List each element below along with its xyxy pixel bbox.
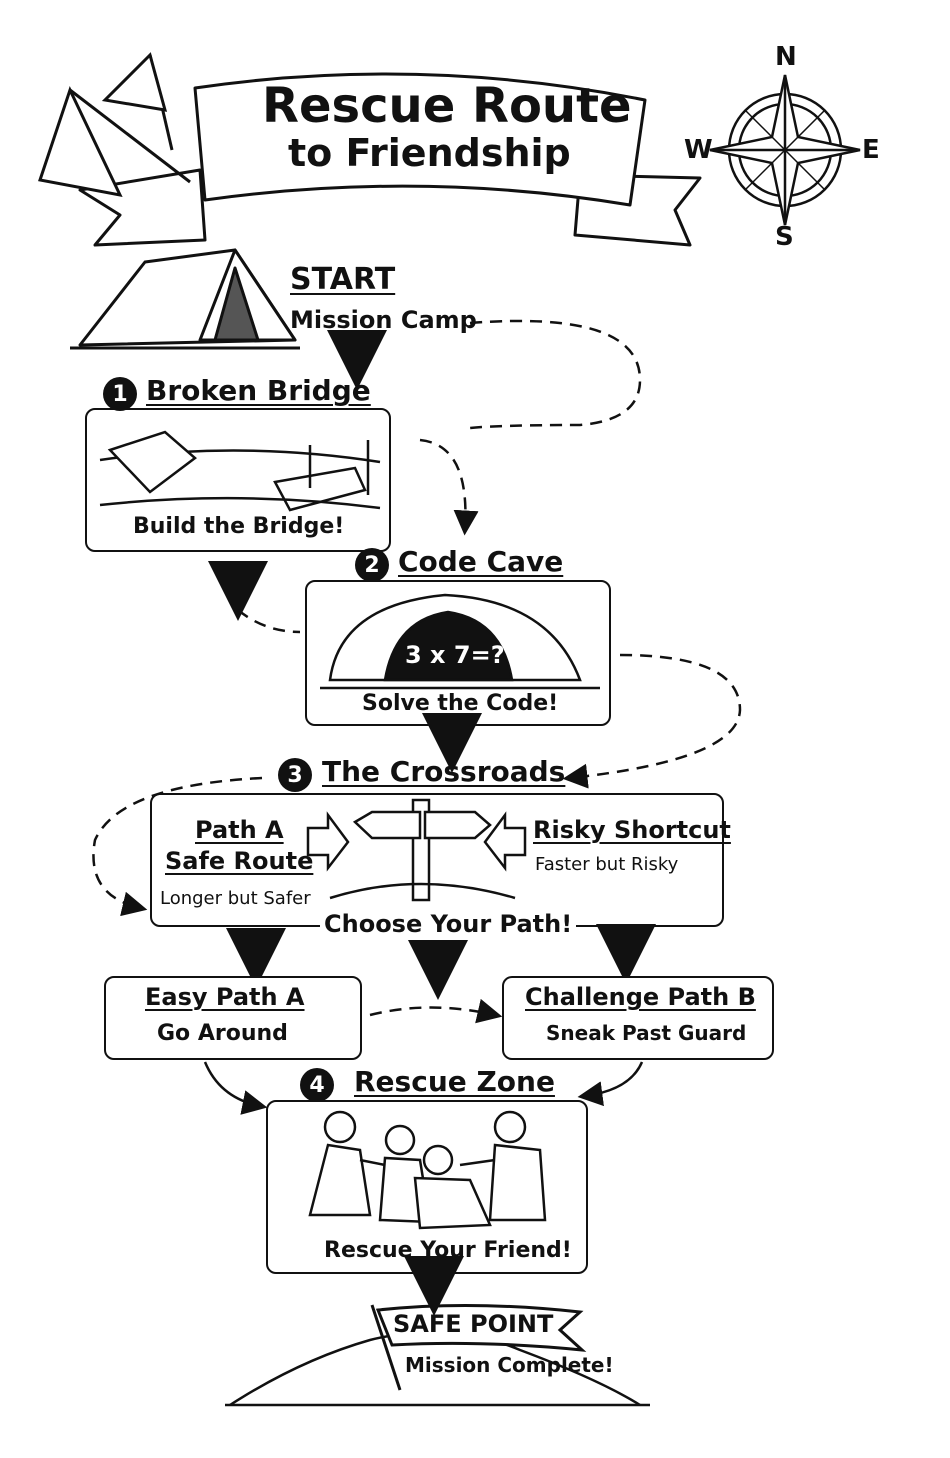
step-1-badge: 1 <box>103 377 137 411</box>
easy-path-sub: Go Around <box>157 1021 288 1046</box>
hatched-arrow-left-icon <box>483 811 527 872</box>
challenge-path-sub: Sneak Past Guard <box>546 1021 747 1045</box>
title-line-2: to Friendship <box>288 131 571 175</box>
compass-west: W <box>684 135 713 165</box>
step-3-caption: Choose Your Path! <box>320 912 577 936</box>
step-4-caption: Rescue Your Friend! <box>324 1238 572 1263</box>
title-line-1: Rescue Route <box>262 78 632 134</box>
path-a-subtitle: Safe Route <box>165 847 314 875</box>
rescue-illustration <box>308 1110 547 1230</box>
tent-icon <box>70 248 300 350</box>
title-banner <box>78 72 702 247</box>
challenge-path-title: Challenge Path B <box>525 983 756 1011</box>
safe-point-sub: Mission Complete! <box>405 1353 614 1377</box>
compass-east: E <box>862 135 880 165</box>
step-2-badge: 2 <box>355 548 389 582</box>
start-label: START <box>290 262 396 297</box>
start-sublabel: Mission Camp <box>290 306 477 334</box>
step-4-badge: 4 <box>300 1068 334 1102</box>
compass-south: S <box>775 222 794 252</box>
step-1-caption: Build the Bridge! <box>133 514 345 539</box>
cave-code: 3 x 7=? <box>405 641 505 669</box>
path-a-note: Longer but Safer <box>160 888 311 909</box>
step-3-title: The Crossroads <box>322 755 566 788</box>
step-4-box <box>266 1100 588 1274</box>
challenge-path-box <box>502 976 774 1060</box>
step-1-title: Broken Bridge <box>146 374 371 407</box>
step-3-badge: 3 <box>278 758 312 792</box>
safe-point-label: SAFE POINT <box>393 1310 554 1338</box>
easy-path-title: Easy Path A <box>145 983 305 1011</box>
flags-icon <box>38 52 191 198</box>
step-2-caption: Solve the Code! <box>362 691 559 716</box>
compass-north: N <box>775 42 797 72</box>
step-1-box <box>85 408 391 552</box>
risky-shortcut-note: Faster but Risky <box>535 854 679 875</box>
bridge-illustration <box>99 430 381 512</box>
dashed-paths <box>92 319 742 1024</box>
path-a-title: Path A <box>195 816 284 844</box>
step-2-title: Code Cave <box>398 545 564 578</box>
risky-shortcut-title: Risky Shortcut <box>533 816 731 844</box>
cave-illustration <box>320 593 600 690</box>
signpost-icon <box>329 798 516 902</box>
easy-path-box <box>104 976 362 1060</box>
step-2-box <box>305 580 611 726</box>
step-4-title: Rescue Zone <box>354 1065 555 1098</box>
flow-arrows <box>208 330 656 1316</box>
compass-icon <box>709 74 861 226</box>
hatched-arrow-right-icon <box>306 811 350 872</box>
